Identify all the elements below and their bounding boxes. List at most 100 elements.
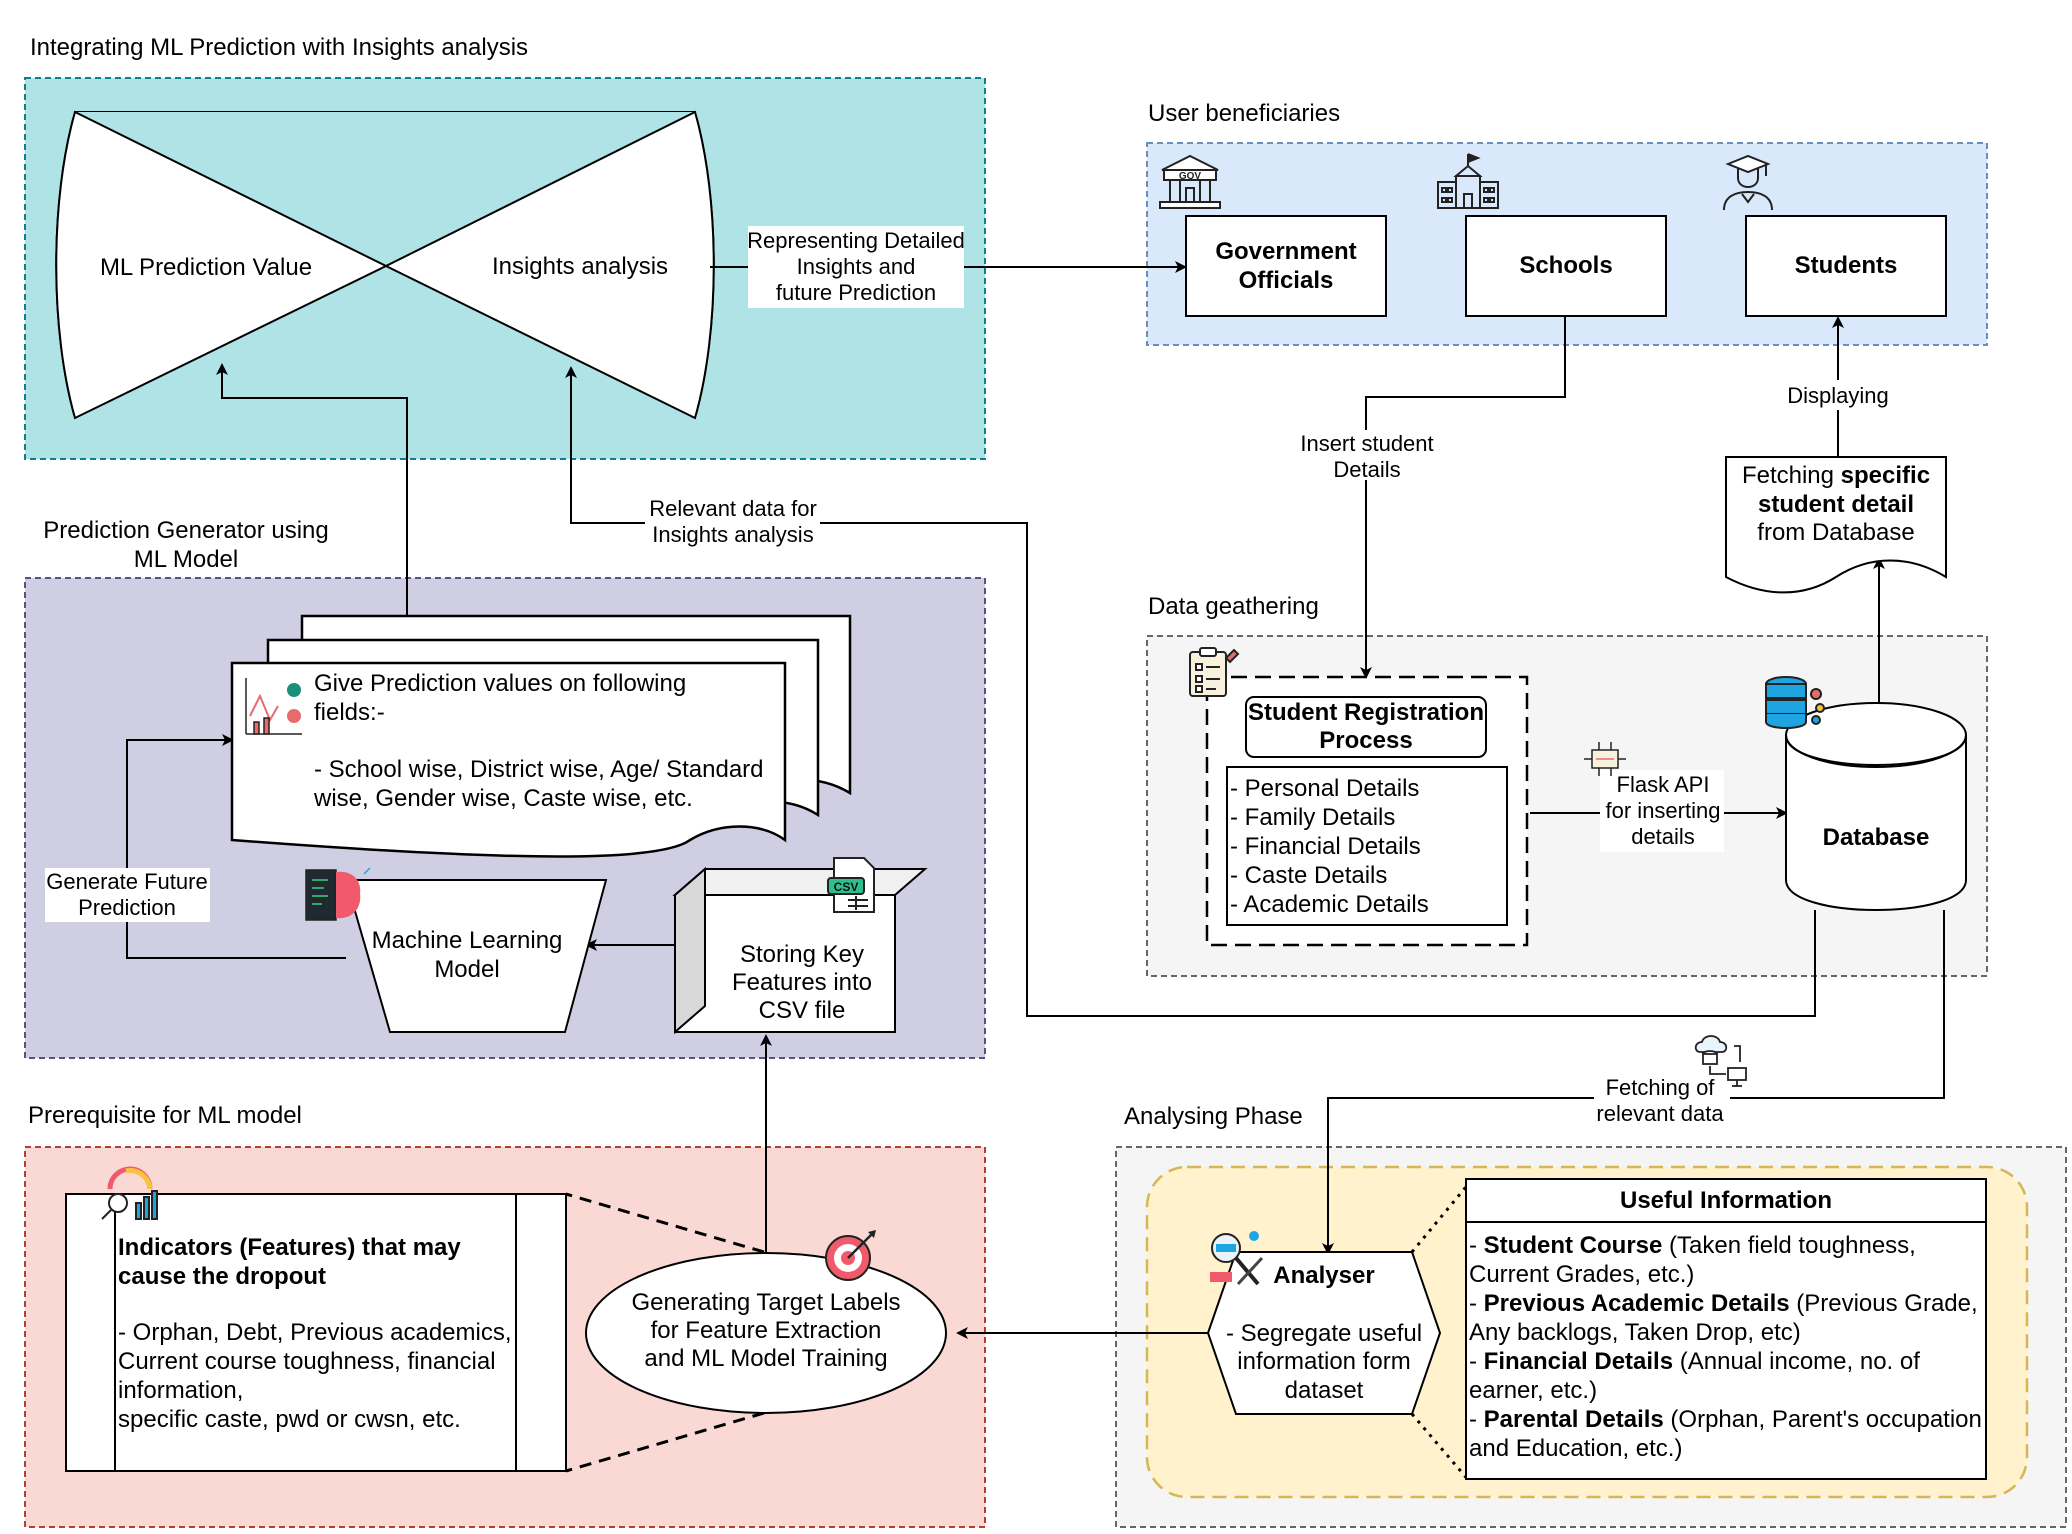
ml-model-l2: Model (434, 956, 499, 983)
edge-label-flask-l3: details (1631, 824, 1695, 849)
edge-label-flask-l2: for inserting (1606, 798, 1721, 823)
registration-item: - Personal Details (1230, 775, 1419, 802)
ml-prediction-value-label: ML Prediction Value (100, 254, 312, 281)
registration-item: - Caste Details (1230, 862, 1387, 889)
ml-model-box (344, 879, 608, 1033)
useful-row-5: - Financial Details (Annual income, no. … (1469, 1348, 1920, 1375)
gauge-magnifier-icon (101, 1166, 158, 1220)
indicators-l1: - Orphan, Debt, Previous academics, (118, 1319, 512, 1346)
indicators-title-l2: cause the dropout (118, 1263, 326, 1290)
indicators-l2: Current course toughness, financial (118, 1348, 496, 1375)
database-cylinder (1785, 702, 1967, 911)
useful-row-1: - Student Course (Taken field toughness, (1469, 1232, 1916, 1259)
edge-label-generate-l2: Prediction (78, 895, 176, 920)
registration-item: - Academic Details (1230, 891, 1429, 918)
useful-row-8: and Education, etc.) (1469, 1435, 1682, 1462)
prediction-doc-l2: fields:- (314, 699, 385, 726)
insights-analysis-label: Insights analysis (492, 253, 668, 280)
useful-row-3: - Previous Academic Details (Previous Gr… (1469, 1290, 1978, 1317)
svg-text:GOV: GOV (1179, 171, 1202, 182)
analyser-l1: - Segregate useful (1226, 1320, 1422, 1347)
edge-label-representing-l2: Insights and (797, 254, 916, 279)
useful-row-7: - Parental Details (Orphan, Parent's occ… (1469, 1406, 1982, 1433)
csv-box-l1: Storing Key (740, 941, 864, 968)
edge-label-fetching-rel-l2: relevant data (1596, 1101, 1724, 1126)
edge-label-fetching-rel-l1: Fetching of (1606, 1075, 1716, 1100)
registration-title-l2: Process (1319, 727, 1412, 754)
indicators-l4: specific caste, pwd or cwsn, etc. (118, 1406, 461, 1433)
analyser-l3: dataset (1285, 1377, 1364, 1404)
students-label: Students (1795, 252, 1898, 279)
section-title-prerequisite: Prerequisite for ML model (28, 1102, 302, 1129)
students-box (1745, 215, 1947, 317)
section-title-beneficiaries: User beneficiaries (1148, 100, 1340, 127)
csv-box-l2: Features into (732, 969, 872, 996)
government-officials-l1: Government (1215, 238, 1356, 265)
cloud-database-network-icon (1694, 1035, 1747, 1087)
government-building-icon: GOV (1159, 154, 1221, 209)
indicators-box (65, 1193, 567, 1472)
database-label: Database (1823, 824, 1930, 851)
target-l2: for Feature Extraction (651, 1317, 882, 1344)
prediction-chart-icon (245, 678, 302, 735)
analyser-l2: information form (1237, 1348, 1410, 1375)
registration-item: - Family Details (1230, 804, 1395, 831)
edge-label-insert-l1: Insert student (1300, 431, 1433, 456)
target-l1: Generating Target Labels (631, 1289, 900, 1316)
database-stack-icon (1765, 676, 1825, 729)
edge-label-generate-l1: Generate Future (46, 869, 207, 894)
government-officials-box (1185, 215, 1387, 317)
edge-label-relevant-l2: Insights analysis (652, 522, 813, 547)
edge-label-relevant-l1: Relevant data for (649, 496, 817, 521)
prediction-doc-stack (230, 614, 852, 858)
section-title-data-gathering: Data geathering (1148, 593, 1319, 620)
useful-row-6: earner, etc.) (1469, 1377, 1597, 1404)
useful-info-box (1465, 1178, 1987, 1480)
graduate-student-icon (1723, 154, 1773, 211)
section-title-integrating: Integrating ML Prediction with Insights … (30, 34, 528, 61)
analyser-tools-icon (1210, 1231, 1264, 1286)
section-title-prediction-l1: Prediction Generator using (43, 517, 329, 544)
fetching-doc-l2: student detail (1758, 491, 1914, 518)
target-labels-ellipse (585, 1252, 947, 1414)
registration-item: - Financial Details (1230, 833, 1421, 860)
school-building-icon (1437, 153, 1499, 209)
svg-text:CSV: CSV (834, 880, 859, 894)
analyser-title: Analyser (1273, 1262, 1374, 1289)
schools-label: Schools (1519, 252, 1612, 279)
edge-label-representing-l3: future Prediction (776, 280, 936, 305)
clipboard-checklist-icon (1189, 647, 1240, 697)
api-chip-icon (1584, 742, 1626, 776)
registration-items: - Personal Details- Family Details- Fina… (1230, 775, 1429, 918)
fetching-doc-l1: Fetching specific (1742, 462, 1930, 489)
useful-row-2: Current Grades, etc.) (1469, 1261, 1694, 1288)
indicators-title-l1: Indicators (Features) that may (118, 1234, 461, 1261)
indicators-l3: information, (118, 1377, 243, 1404)
prediction-doc-l3: - School wise, District wise, Age/ Stand… (314, 756, 764, 783)
edge-label-representing-l1: Representing Detailed (747, 228, 965, 253)
prediction-doc-l4: wise, Gender wise, Caste wise, etc. (313, 785, 693, 812)
ml-model-l1: Machine Learning (372, 927, 563, 954)
target-l3: and ML Model Training (644, 1345, 887, 1372)
edge-label-displaying: Displaying (1787, 383, 1889, 408)
prediction-doc-l1: Give Prediction values on following (314, 670, 686, 697)
useful-row-4: Any backlogs, Taken Drop, etc) (1469, 1319, 1801, 1346)
registration-title-l1: Student Registration (1248, 699, 1484, 726)
registration-title-box (1245, 696, 1487, 758)
section-title-prediction-l2: ML Model (134, 546, 238, 573)
registration-details-list (1226, 766, 1508, 926)
csv-file-icon: CSV (827, 857, 875, 913)
csv-box-l3: CSV file (759, 997, 846, 1024)
schools-box (1465, 215, 1667, 317)
section-title-analysing: Analysing Phase (1124, 1103, 1303, 1130)
hourglass-left-wing (55, 110, 389, 420)
fetching-doc-l3: from Database (1757, 519, 1914, 546)
ml-brain-code-icon (305, 867, 371, 921)
edge-label-flask-l1: Flask API (1617, 772, 1710, 797)
government-officials-l2: Officials (1239, 267, 1334, 294)
target-dart-icon (825, 1230, 876, 1281)
fetching-student-detail-doc (1725, 456, 1947, 594)
hourglass-right-wing (383, 110, 715, 420)
